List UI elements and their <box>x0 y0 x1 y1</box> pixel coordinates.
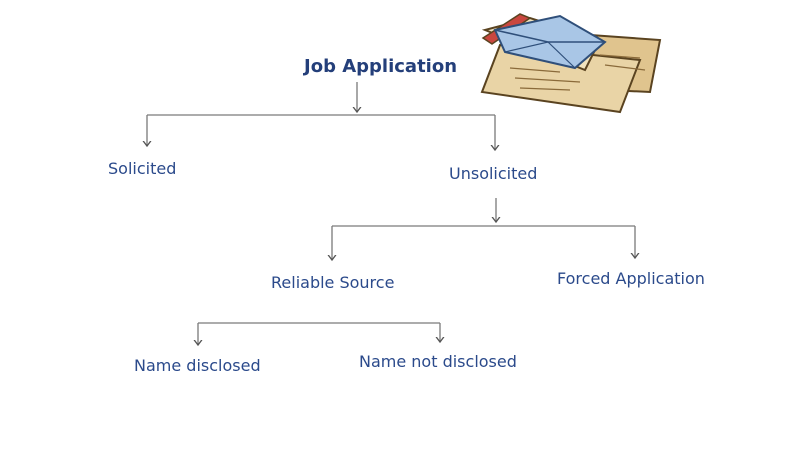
root-node-label: Job Application <box>304 56 458 77</box>
solicited-node-label: Solicited <box>108 159 177 178</box>
unsolicited-node-label: Unsolicited <box>449 164 538 183</box>
reliable-source-node-label: Reliable Source <box>271 273 395 292</box>
letters-and-envelope-icon <box>480 13 662 114</box>
name-disclosed-node-label: Name disclosed <box>134 356 261 375</box>
forced-application-node-label: Forced Application <box>557 269 705 288</box>
connector-lines <box>147 82 635 345</box>
name-not-disclosed-node-label: Name not disclosed <box>359 352 517 371</box>
